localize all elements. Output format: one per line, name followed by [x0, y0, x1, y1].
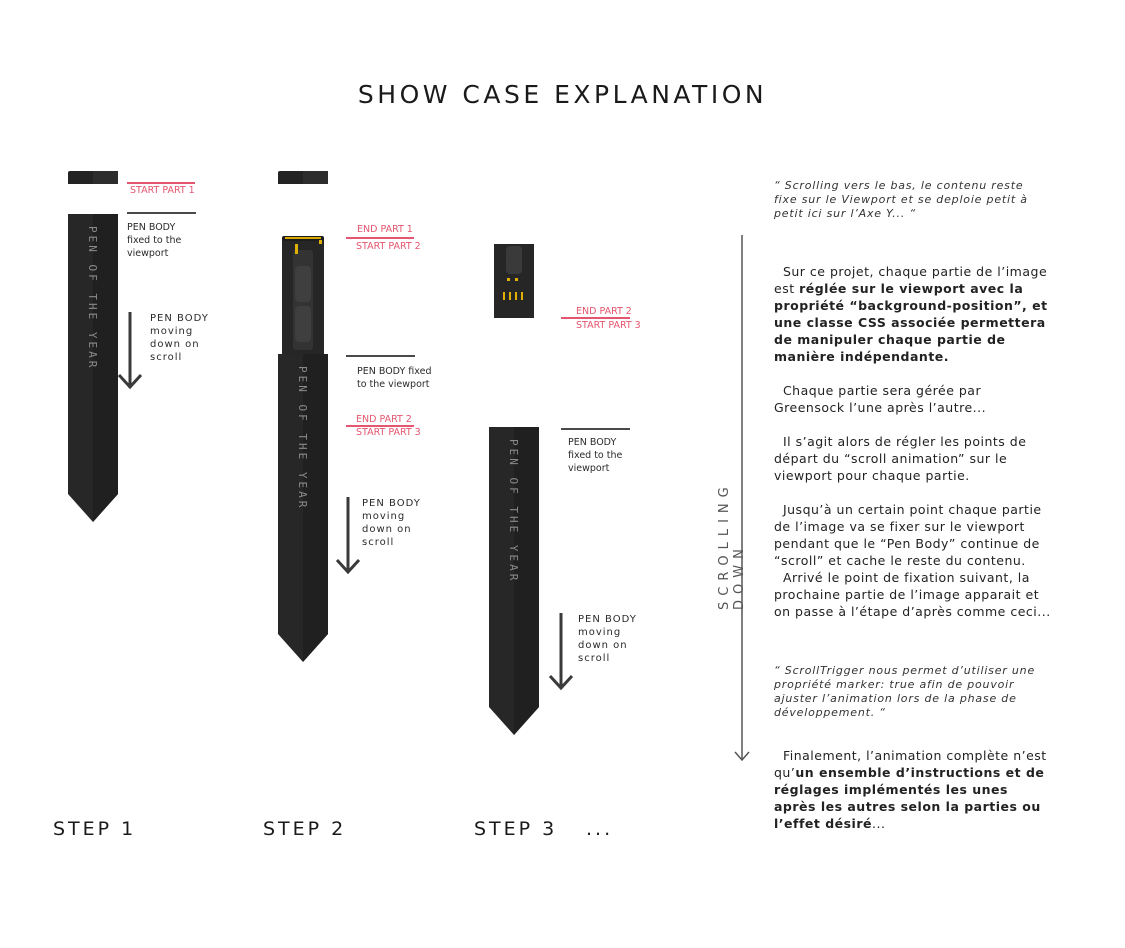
end-part-2-label-step3: END PART 2 [576, 306, 632, 317]
quote-scrolling: “ Scrolling vers le bas, le contenu rest… [774, 179, 1028, 220]
start-part-3-label-step2: START PART 3 [356, 427, 421, 438]
end-part-2-label-step2: END PART 2 [356, 414, 412, 425]
paragraph-scroll-start-points: Il s’agit alors de régler les points de … [774, 434, 1031, 483]
step-1-label: STEP 1 [53, 818, 137, 840]
quote-scrolltrigger: “ ScrollTrigger nous permet d’utiliser u… [774, 664, 1036, 719]
step-ellipsis: ... [586, 818, 614, 840]
page-title: SHOW CASE EXPLANATION [357, 80, 768, 109]
scrolling-down-label: SCROLLING DOWN [717, 481, 747, 610]
paragraph-1-text: Sur ce projet, chaque partie de l’image … [774, 264, 1052, 296]
step-2-label: STEP 2 [263, 818, 347, 840]
pen-body-moving-label-2: PEN BODY moving down on scroll [362, 498, 421, 548]
step2-pen-engraving: PEN OF THE YEAR [296, 366, 309, 511]
paragraph-1-bold: réglée sur le viewport avec la propriété… [774, 281, 1053, 364]
paragraph-5-bold: un ensemble d’instructions et de réglage… [774, 765, 1050, 831]
paragraph-background-position: Sur ce projet, chaque partie de l’image … [774, 263, 1052, 365]
pen-body-fixed-label-1: PEN BODY fixed to the viewport [127, 222, 182, 259]
end-part-1-marker [346, 237, 414, 239]
paragraph-greensock: Chaque partie sera gérée par Greensock l… [774, 383, 987, 415]
step2-pen-cap [278, 171, 328, 184]
pen-body-marker-2 [346, 355, 415, 357]
end-part-2-marker-step2 [346, 425, 414, 427]
step3-pen-body [489, 427, 539, 735]
paragraph-5-ellipsis: ... [872, 816, 886, 831]
end-part-2-marker-step3 [561, 317, 630, 319]
pen-body-moving-label-3: PEN BODY moving down on scroll [578, 614, 637, 664]
scrolling-down-arrow [734, 235, 750, 762]
step1-pen-engraving: PEN OF THE YEAR [86, 226, 99, 371]
step1-down-arrow [117, 312, 143, 390]
paragraph-conclusion: Finalement, l’animation complète n’est q… [774, 747, 1052, 832]
step1-pen-cap [68, 171, 118, 184]
pen-body-moving-label-1: PEN BODY moving down on scroll [150, 313, 209, 363]
end-part-1-label: END PART 1 [357, 224, 413, 235]
step3-pen-engraving: PEN OF THE YEAR [507, 439, 520, 584]
pen-body-marker-3 [561, 428, 630, 430]
pen-body-fixed-label-2: PEN BODY fixed to the viewport [357, 366, 432, 390]
pen-body-fixed-label-3: PEN BODY fixed to the viewport [568, 437, 623, 474]
step-3-label: STEP 3 [474, 818, 558, 840]
step2-pen-section [282, 236, 324, 356]
paragraph-5-text: Finalement, l’animation complète n’est q… [774, 748, 1052, 780]
start-part-1-marker [127, 182, 195, 184]
start-part-3-label-step3: START PART 3 [576, 320, 641, 331]
step2-pen-body [278, 354, 328, 662]
start-part-2-label: START PART 2 [356, 241, 421, 252]
step2-down-arrow [335, 497, 361, 575]
step3-pen-section [494, 244, 534, 318]
paragraph-fixing-viewport: Jusqu’à un certain point chaque partie d… [774, 502, 1051, 619]
step1-pen-body [68, 214, 118, 522]
pen-body-marker-1 [127, 212, 196, 214]
start-part-1-label: START PART 1 [130, 185, 195, 196]
step3-down-arrow [548, 613, 574, 691]
